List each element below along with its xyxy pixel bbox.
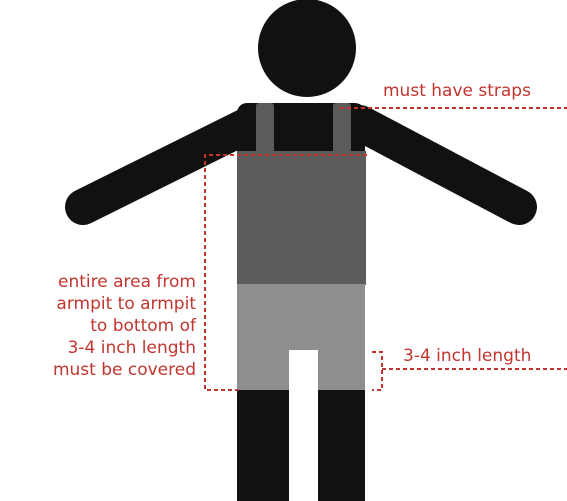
right-leg	[318, 390, 365, 501]
coverage-label-line: to bottom of	[53, 315, 196, 337]
coverage-label-line: entire area from	[53, 271, 196, 293]
length-label: 3-4 inch length	[403, 345, 531, 367]
top-garment	[237, 151, 366, 285]
length-guide-bracket	[372, 352, 382, 390]
left-strap	[256, 103, 274, 153]
coverage-label-line: armpit to armpit	[53, 293, 196, 315]
bottom-garment	[237, 284, 365, 390]
coverage-label: entire area from armpit to armpit to bot…	[53, 271, 196, 381]
coverage-label-line: 3-4 inch length	[53, 337, 196, 359]
left-leg	[237, 390, 289, 501]
coverage-label-line: must be covered	[53, 359, 196, 381]
right-strap	[333, 103, 351, 153]
straps-label: must have straps	[383, 80, 531, 102]
left-arm	[83, 123, 252, 207]
right-arm	[360, 123, 519, 207]
head	[258, 0, 356, 97]
